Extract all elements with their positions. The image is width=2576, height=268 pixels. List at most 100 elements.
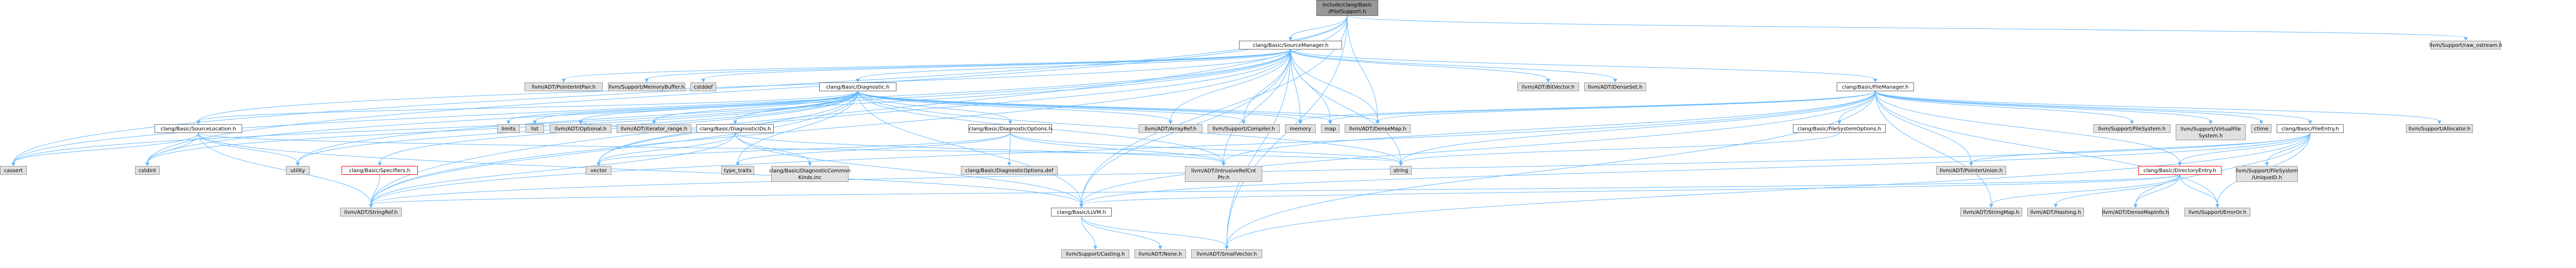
edge-diag-to-iter <box>654 91 858 122</box>
edge-arrowhead <box>2133 204 2138 208</box>
node-root[interactable]: include/clang/Basic/PlistSupport.h <box>1316 0 1378 16</box>
node-de[interactable]: clang/Basic/DirectoryEntry.h <box>2138 166 2222 175</box>
node-box <box>524 82 603 91</box>
edge-fm-to-dmap <box>1377 91 1876 122</box>
edge-sm-to-map <box>1290 49 1331 122</box>
node-box <box>819 82 896 91</box>
node-box <box>2102 208 2169 216</box>
node-label: llvm/Support/Casting.h <box>1066 252 1125 257</box>
node-label: llvm/ADT/DenseMapInfo.h <box>2102 210 2169 215</box>
node-box <box>526 124 544 133</box>
node-box <box>1390 166 1412 175</box>
node-dmi: llvm/ADT/DenseMapInfo.h <box>2102 208 2169 216</box>
node-fsopts[interactable]: clang/Basic/FileSystemOptions.h <box>1793 124 1886 133</box>
edge-fm-to-vfs <box>1875 91 2211 122</box>
edge-dids-to-irc <box>735 132 1224 163</box>
edge-sm-to-utility <box>297 49 1291 163</box>
node-srcloc[interactable]: clang/Basic/SourceLocation.h <box>155 124 242 133</box>
node-label: type_traits <box>724 168 751 174</box>
node-label: llvm/ADT/None.h <box>1139 252 1182 257</box>
node-label: clang/Basic/DirectoryEntry.h <box>2143 168 2216 174</box>
node-spec[interactable]: clang/Basic/Specifiers.h <box>342 166 418 175</box>
edge-fm-to-fsys <box>1875 91 2132 122</box>
edge-diag-to-llvmh <box>857 91 1082 205</box>
edge-arrowhead <box>378 162 382 166</box>
node-dopts[interactable]: clang/Basic/DiagnosticOptions.h <box>969 124 1052 133</box>
node-label: llvm/Support/VirtualFile <box>2181 127 2241 132</box>
edge-root-to-dmap <box>1347 15 1378 122</box>
node-string: string <box>1390 166 1412 175</box>
edge-sm-to-irc <box>1223 49 1291 163</box>
node-sm[interactable]: clang/Basic/SourceManager.h <box>1239 41 1342 49</box>
node-label: llvm/Support/ErrorOr.h <box>2189 210 2246 215</box>
node-fm[interactable]: clang/Basic/FileManager.h <box>1837 82 1914 91</box>
node-box <box>969 124 1052 133</box>
edge-arrowhead <box>1873 79 1877 82</box>
edge-arrowhead <box>579 121 583 124</box>
node-box <box>2251 124 2272 133</box>
node-box <box>1960 208 2022 216</box>
node-label: llvm/ADT/Hashing.h <box>2030 210 2081 215</box>
edge-dopts-to-irc <box>1010 132 1224 163</box>
edge-diag-to-string <box>857 91 1401 163</box>
node-box <box>2406 124 2473 133</box>
edge-sm-to-svec <box>1226 49 1291 247</box>
edge-sm-to-vector <box>598 49 1291 163</box>
node-label: cstdint <box>139 168 156 174</box>
node-dodef: clang/Basic/DiagnosticOptions.def <box>961 166 1058 175</box>
edge-arrowhead <box>1007 162 1011 166</box>
edge-arrowhead <box>369 204 373 208</box>
node-hash: llvm/ADT/Hashing.h <box>2027 208 2084 216</box>
edge-fm-to-de <box>1875 91 2180 163</box>
node-box <box>342 166 418 175</box>
node-label: string <box>1394 168 1409 174</box>
node-aref: llvm/ADT/ArrayRef.h <box>1139 124 1202 133</box>
node-ctime: ctime <box>2251 124 2272 133</box>
node-llvmh[interactable]: clang/Basic/LLVM.h <box>1051 208 1112 216</box>
node-label: cstddef <box>694 85 713 90</box>
node-box <box>608 82 685 91</box>
node-mbuf: llvm/Support/MemoryBuffer.h <box>608 82 685 91</box>
node-alloc: llvm/Support/Allocator.h <box>2406 124 2473 133</box>
edge-arrowhead <box>1613 79 1617 82</box>
edge-fm-to-errno <box>1875 91 2218 205</box>
edge-dopts-to-ttraits <box>737 132 1011 163</box>
edge-fm-to-ctime <box>1875 91 2262 122</box>
node-box <box>586 166 612 175</box>
edge-spec-to-sref <box>370 174 380 205</box>
node-box <box>340 208 402 216</box>
node-dids[interactable]: clang/Basic/DiagnosticIDs.h <box>697 124 774 133</box>
node-label: ctime <box>2254 126 2268 132</box>
node-ttraits: type_traits <box>721 166 754 175</box>
edge-arrowhead <box>2130 121 2134 124</box>
node-label: llvm/ADT/IntrusiveRefCnt <box>1191 169 1256 174</box>
edge-dids-to-llvmh <box>735 132 1082 205</box>
node-diag[interactable]: clang/Basic/Diagnostic.h <box>819 82 896 91</box>
edge-sm-to-comp <box>1243 49 1291 122</box>
node-box <box>1239 41 1342 49</box>
node-label: clang/Basic/FileManager.h <box>1842 85 1908 90</box>
node-box <box>690 82 716 91</box>
node-fe[interactable]: clang/Basic/FileEntry.h <box>2277 124 2344 133</box>
node-dset: llvm/ADT/DenseSet.h <box>1584 82 1646 91</box>
node-label: llvm/Support/Compiler.h <box>1212 126 1275 132</box>
node-label: llvm/Support/MemoryBuffer.h <box>608 85 684 90</box>
edge-diag-to-map <box>857 91 1331 122</box>
node-utility: utility <box>286 166 310 175</box>
node-label: clang/Basic/Specifiers.h <box>349 168 411 174</box>
edge-fe-to-de <box>2179 132 2311 163</box>
edge-arrowhead <box>1168 121 1173 124</box>
node-box <box>0 166 27 175</box>
node-label: llvm/ADT/StringMap.h <box>1963 210 2019 215</box>
node-label: /UniqueID.h <box>2252 175 2282 181</box>
node-label: llvm/ADT/BitVector.h <box>1522 85 1575 90</box>
edge-arrowhead <box>1225 246 1229 249</box>
edge-srcloc-to-cstdint <box>147 132 199 163</box>
edge-arrowhead <box>736 162 740 166</box>
node-limits: limits <box>497 124 520 133</box>
node-none: llvm/ADT/None.h <box>1134 249 1186 258</box>
node-box <box>2093 124 2171 133</box>
edge-dopts-to-vector <box>598 132 1011 163</box>
edge-fm-to-smap <box>1875 91 1992 205</box>
